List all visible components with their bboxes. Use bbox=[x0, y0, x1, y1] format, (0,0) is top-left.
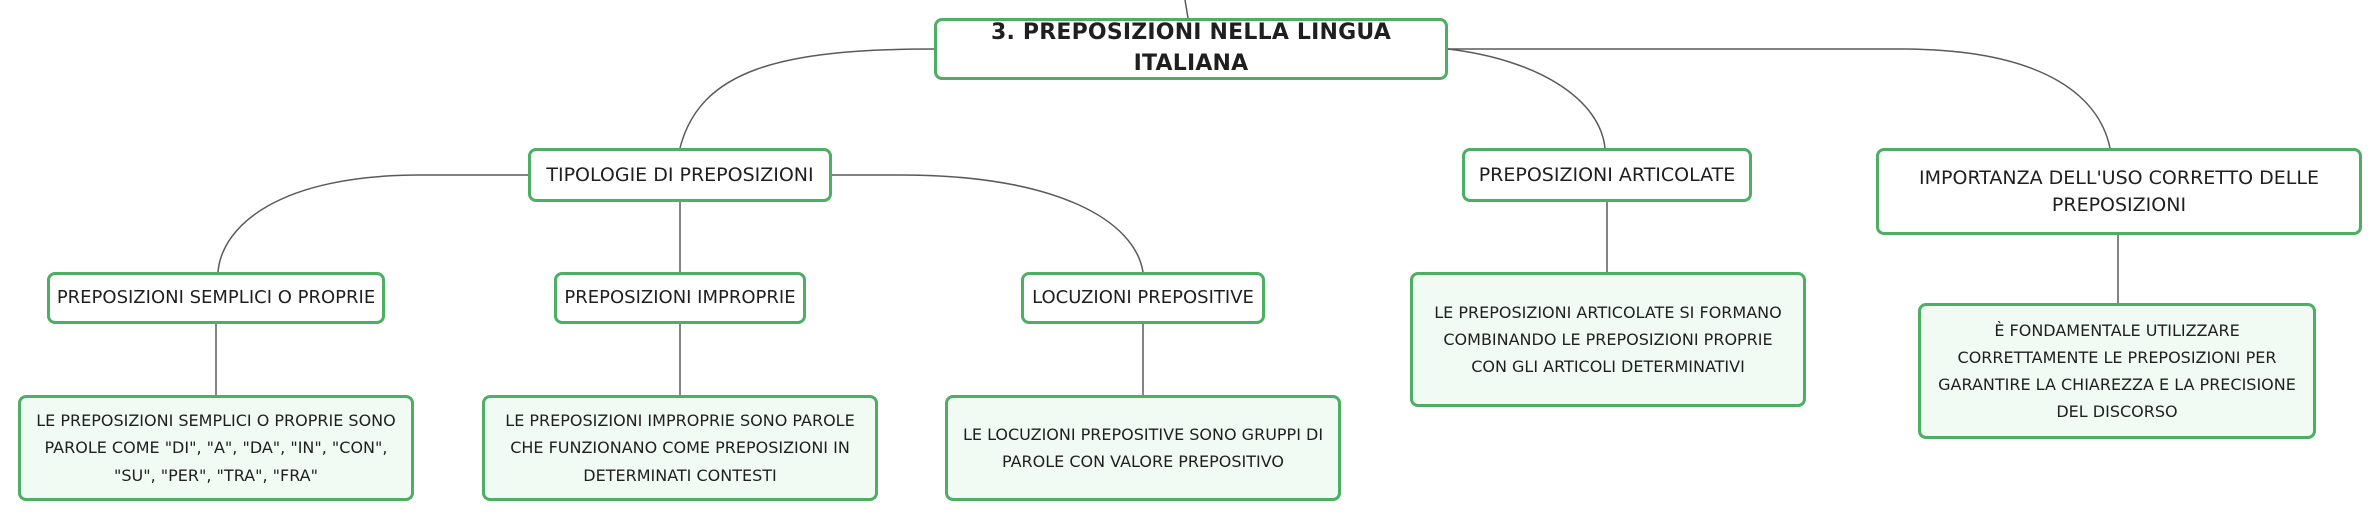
root-label: 3. PREPOSIZIONI NELLA LINGUA ITALIANA bbox=[990, 20, 1392, 76]
node-locuzioni[interactable]: LOCUZIONI PREPOSITIVE bbox=[1021, 272, 1265, 324]
connector-root-articolate bbox=[1447, 48, 1606, 149]
note-articolate-text: LE PREPOSIZIONI ARTICOLATE SI FORMANO CO… bbox=[1434, 302, 1782, 377]
node-articolate-label: PREPOSIZIONI ARTICOLATE bbox=[1478, 163, 1736, 186]
node-improprie-label: PREPOSIZIONI IMPROPRIE bbox=[564, 287, 796, 309]
connector-tipologie-locuzioni bbox=[832, 174, 1144, 273]
note-semplici-text: LE PREPOSIZIONI SEMPLICI O PROPRIE SONO … bbox=[36, 411, 396, 485]
node-locuzioni-label: LOCUZIONI PREPOSITIVE bbox=[1032, 287, 1254, 309]
connector-tipologie-semplici bbox=[217, 174, 528, 273]
connector-root-importanza bbox=[1448, 48, 2111, 149]
note-semplici[interactable]: LE PREPOSIZIONI SEMPLICI O PROPRIE SONO … bbox=[18, 395, 414, 501]
node-semplici-label: PREPOSIZIONI SEMPLICI O PROPRIE bbox=[56, 287, 376, 309]
note-locuzioni-text: LE LOCUZIONI PREPOSITIVE SONO GRUPPI DI … bbox=[962, 424, 1324, 471]
note-articolate[interactable]: LE PREPOSIZIONI ARTICOLATE SI FORMANO CO… bbox=[1410, 272, 1806, 407]
note-improprie-text: LE PREPOSIZIONI IMPROPRIE SONO PAROLE CH… bbox=[505, 411, 855, 485]
node-tipologie-label: TIPOLOGIE DI PREPOSIZIONI bbox=[546, 163, 814, 186]
node-improprie[interactable]: PREPOSIZIONI IMPROPRIE bbox=[554, 272, 806, 324]
note-importanza-text: È FONDAMENTALE UTILIZZARE CORRETTAMENTE … bbox=[1938, 320, 2296, 422]
note-importanza[interactable]: È FONDAMENTALE UTILIZZARE CORRETTAMENTE … bbox=[1918, 303, 2316, 439]
node-tipologie[interactable]: TIPOLOGIE DI PREPOSIZIONI bbox=[528, 148, 832, 202]
connector-root-tipologie bbox=[679, 48, 935, 149]
node-importanza-label: IMPORTANZA DELL'USO CORRETTO DELLE PREPO… bbox=[1919, 166, 2319, 216]
root-node[interactable]: 3. PREPOSIZIONI NELLA LINGUA ITALIANA bbox=[934, 18, 1448, 80]
node-articolate[interactable]: PREPOSIZIONI ARTICOLATE bbox=[1462, 148, 1752, 202]
note-locuzioni[interactable]: LE LOCUZIONI PREPOSITIVE SONO GRUPPI DI … bbox=[945, 395, 1341, 501]
connector-root-parent bbox=[1184, 0, 1189, 19]
note-improprie[interactable]: LE PREPOSIZIONI IMPROPRIE SONO PAROLE CH… bbox=[482, 395, 878, 501]
node-importanza[interactable]: IMPORTANZA DELL'USO CORRETTO DELLE PREPO… bbox=[1876, 148, 2362, 235]
node-semplici[interactable]: PREPOSIZIONI SEMPLICI O PROPRIE bbox=[47, 272, 385, 324]
